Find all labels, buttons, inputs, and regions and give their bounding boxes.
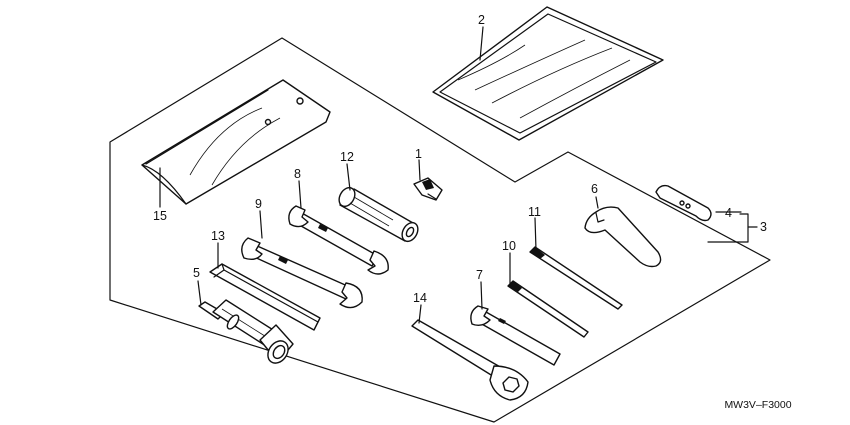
kit-boundary-outline bbox=[109, 37, 771, 423]
callout-7: 7 bbox=[476, 268, 483, 282]
screwdriver-bit-phillips bbox=[529, 246, 623, 310]
callout-12: 12 bbox=[340, 150, 354, 164]
flat-bar bbox=[209, 263, 321, 331]
tool-bag bbox=[141, 79, 331, 205]
document-pouch bbox=[432, 6, 664, 141]
box-wrench bbox=[411, 319, 529, 401]
callout-3: 3 bbox=[760, 220, 767, 234]
callout-6: 6 bbox=[591, 182, 598, 196]
callout-14: 14 bbox=[413, 291, 427, 305]
open-end-wrench-large bbox=[241, 237, 363, 309]
open-end-wrench-10x12 bbox=[470, 305, 561, 366]
callout-1: 1 bbox=[415, 147, 422, 161]
leader-lines bbox=[159, 26, 758, 324]
open-end-wrench-small bbox=[288, 205, 389, 275]
callout-10: 10 bbox=[502, 239, 516, 253]
callout-13: 13 bbox=[211, 229, 225, 243]
callout-4: 4 bbox=[725, 206, 732, 220]
spark-plug-wrench bbox=[198, 299, 294, 364]
callout-5: 5 bbox=[193, 266, 200, 280]
pin-spanner-wrench bbox=[584, 206, 662, 268]
callout-2: 2 bbox=[478, 13, 485, 27]
callout-15: 15 bbox=[153, 209, 167, 223]
wrench-handle bbox=[655, 184, 712, 222]
callout-9: 9 bbox=[255, 197, 262, 211]
screwdriver-handle bbox=[338, 186, 419, 243]
diagram-code: MW3V–F3000 bbox=[724, 399, 791, 411]
callout-8: 8 bbox=[294, 167, 301, 181]
callout-labels: 1 2 3 4 5 6 7 8 9 10 11 12 13 14 15 bbox=[153, 13, 767, 305]
callout-11: 11 bbox=[528, 205, 541, 219]
clip-part bbox=[413, 177, 443, 201]
screwdriver-bit-flat bbox=[507, 280, 589, 338]
